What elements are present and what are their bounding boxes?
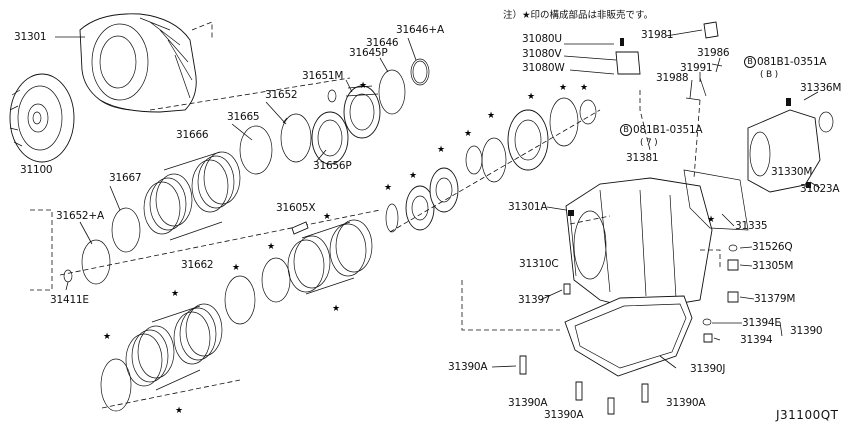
star-marker: ★ [175, 406, 184, 416]
label-31390a-bottom-right: 31390A [666, 397, 706, 409]
diagram-reference-code: J31100QT [776, 408, 839, 422]
label-31667: 31667 [109, 172, 142, 184]
label-31310c: 31310C [519, 258, 559, 270]
bolt-7-letter: B [620, 124, 632, 136]
bolt-b-letter: B [744, 56, 756, 68]
label-31390a-bottom-left: 31390A [508, 397, 548, 409]
label-31080v: 31080V [522, 48, 562, 60]
label-31330m: 31330M [771, 166, 813, 178]
label-31390: 31390 [790, 325, 823, 337]
label-31301a: 31301A [508, 201, 548, 213]
star-marker: ★ [487, 111, 496, 121]
star-marker: ★ [323, 212, 332, 222]
label-31665: 31665 [227, 111, 260, 123]
label-31381: 31381 [626, 152, 659, 164]
label-31390j: 31390J [690, 363, 726, 375]
label-31080u: 31080U [522, 33, 562, 45]
star-marker: ★ [232, 263, 241, 273]
label-31301: 31301 [14, 31, 47, 43]
label-31080w: 31080W [522, 62, 565, 74]
extension-housing [747, 109, 821, 193]
label-31305m: 31305M [752, 260, 794, 272]
planetary-gear-2 [429, 167, 459, 213]
label-31651m: 31651M [302, 70, 344, 82]
label-31390a-left: 31390A [448, 361, 488, 373]
label-31656p: 31656P [313, 160, 352, 172]
label-31986: 31986 [697, 47, 730, 59]
label-31991: 31991 [680, 62, 713, 74]
label-31394e: 31394E [742, 317, 781, 329]
star-marker: ★ [707, 215, 716, 225]
star-marker: ★ [384, 183, 393, 193]
drum-gear [507, 109, 549, 171]
label-31645p: 31645P [349, 47, 388, 59]
label-bolt-b-qty: ( B ) [760, 70, 778, 80]
label-31652: 31652 [265, 89, 298, 101]
label-31981: 31981 [641, 29, 674, 41]
clutch-piston-31645p [343, 85, 381, 139]
label-31526q: 31526Q [752, 241, 793, 253]
star-marker: ★ [267, 242, 276, 252]
star-marker: ★ [409, 171, 418, 181]
label-31988: 31988 [656, 72, 689, 84]
label-31336m: 31336M [800, 82, 842, 94]
label-31411e: 31411E [50, 294, 89, 306]
star-marker: ★ [171, 289, 180, 299]
label-31652a: 31652+A [56, 210, 104, 222]
clutch-set-31666 [143, 151, 241, 241]
label-31646: 31646 [366, 37, 399, 49]
label-31605x: 31605X [276, 202, 316, 214]
non-sale-note: 注）★印の構成部品は非販売です。 [503, 10, 654, 21]
converter-housing [79, 13, 197, 113]
star-marker: ★ [580, 83, 589, 93]
transmission-case [565, 177, 713, 311]
clutch-set-lower [125, 303, 223, 391]
label-31666: 31666 [176, 129, 209, 141]
star-marker: ★ [559, 83, 568, 93]
star-marker: ★ [332, 304, 341, 314]
star-marker: ★ [464, 129, 473, 139]
label-31379m: 31379M [754, 293, 796, 305]
label-31397: 31397 [518, 294, 551, 306]
label-31390a-bottom-center: 31390A [544, 409, 584, 421]
label-31335: 31335 [735, 220, 768, 232]
star-marker: ★ [527, 92, 536, 102]
label-31394: 31394 [740, 334, 773, 346]
torque-converter [9, 73, 75, 163]
label-31662: 31662 [181, 259, 214, 271]
oil-pan [564, 295, 693, 377]
label-31100: 31100 [20, 164, 53, 176]
label-31023a: 31023A [800, 183, 840, 195]
star-marker: ★ [103, 332, 112, 342]
clutch-set-center [287, 219, 373, 295]
label-31646a: 31646+A [396, 24, 444, 36]
star-marker: ★ [359, 81, 368, 91]
star-marker: ★ [437, 145, 446, 155]
label-bolt-7-qty: ( 7 ) [640, 138, 658, 148]
